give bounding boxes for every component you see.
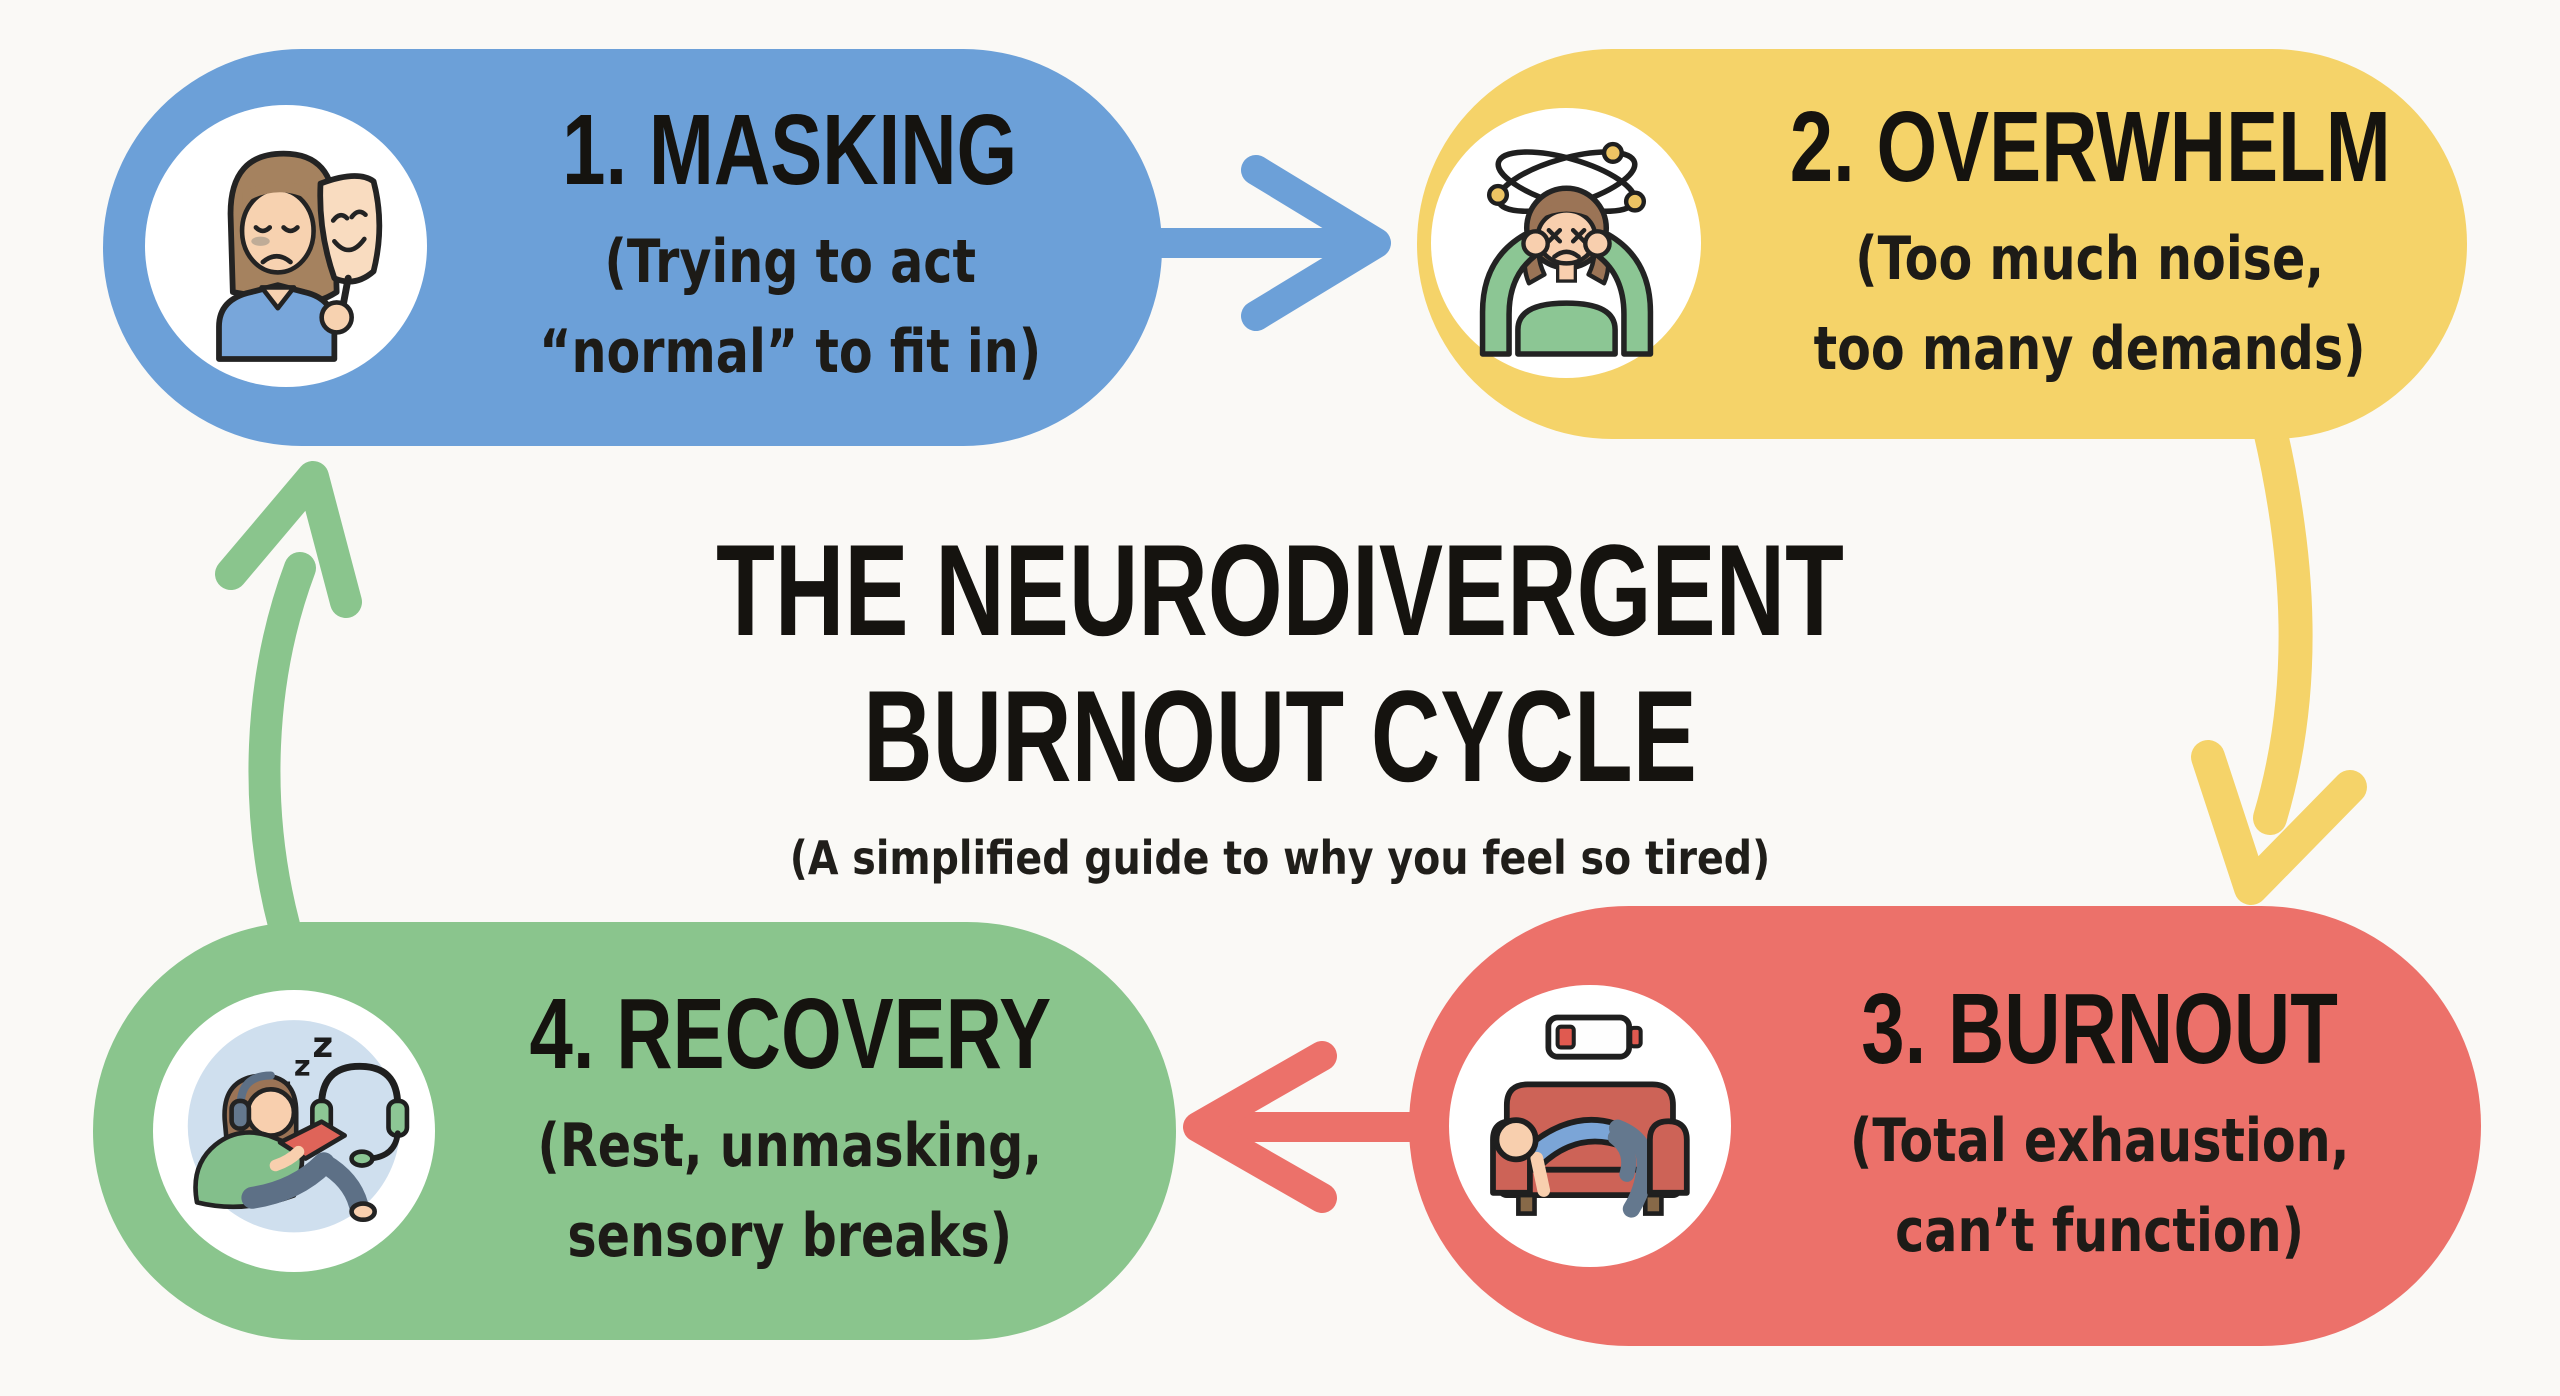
burnout-text-block: 3. BURNOUT (Total exhaustion, can’t func…	[1750, 906, 2450, 1346]
overwhelm-title: 2. OVERWHELM	[1789, 90, 2391, 203]
overwhelm-description: (Too much noise, too many demands)	[1814, 214, 2366, 394]
sleep-z-large: z	[312, 1025, 333, 1066]
dizzy-overwhelmed-person-icon	[1479, 141, 1653, 357]
cycle-title-line2: BURNOUT CYCLE	[863, 662, 1697, 809]
arrow-overwhelm-to-burnout-icon	[2191, 413, 2367, 905]
sleep-z-medium: z	[294, 1049, 311, 1083]
masking-desc-line2: “normal” to fit in)	[538, 317, 1042, 387]
overwhelm-desc-line1: (Too much noise,	[1855, 223, 2325, 294]
masking-desc-line1: (Trying to act	[604, 227, 976, 297]
cycle-title-line1: THE NEURODIVERGENT	[716, 517, 1844, 663]
burnout-icon-circle	[1449, 985, 1731, 1267]
masking-description: (Trying to act “normal” to fit in)	[539, 217, 1041, 397]
title-block: THE NEURODIVERGENT BURNOUT CYCLE (A simp…	[480, 517, 2080, 886]
cycle-subtitle: (A simplified guide to why you feel so t…	[789, 831, 1771, 886]
masking-title: 1. MASKING	[562, 94, 1018, 206]
resting-with-headphones-icon: z z z	[187, 1020, 410, 1233]
recovery-desc-line1: (Rest, unmasking,	[537, 1110, 1043, 1181]
exhausted-on-couch-icon	[1490, 1014, 1690, 1218]
arrow-recovery-to-masking-icon	[215, 461, 362, 941]
recovery-desc-line2: sensory breaks)	[567, 1200, 1013, 1271]
overwhelm-desc-line2: too many demands)	[1813, 313, 2367, 384]
arrow-masking-to-overwhelm-icon	[1135, 155, 1391, 331]
recovery-description: (Rest, unmasking, sensory breaks)	[538, 1101, 1043, 1281]
masking-text-block: 1. MASKING (Trying to act “normal” to fi…	[430, 49, 1150, 446]
burnout-desc-line2: can’t function)	[1895, 1195, 2305, 1266]
arrow-burnout-to-recovery-icon	[1183, 1041, 1429, 1213]
recovery-icon-circle: z z z	[153, 990, 435, 1272]
burnout-desc-line1: (Total exhaustion,	[1850, 1105, 2350, 1176]
recovery-title: 4. RECOVERY	[529, 977, 1051, 1090]
burnout-title: 3. BURNOUT	[1861, 972, 2339, 1085]
recovery-text-block: 4. RECOVERY (Rest, unmasking, sensory br…	[440, 922, 1140, 1340]
overwhelm-icon-circle	[1431, 108, 1701, 378]
masked-face-icon	[216, 150, 383, 362]
overwhelm-text-block: 2. OVERWHELM (Too much noise, too many d…	[1720, 49, 2460, 439]
burnout-description: (Total exhaustion, can’t function)	[1850, 1096, 2350, 1276]
masking-icon-circle	[145, 105, 427, 387]
